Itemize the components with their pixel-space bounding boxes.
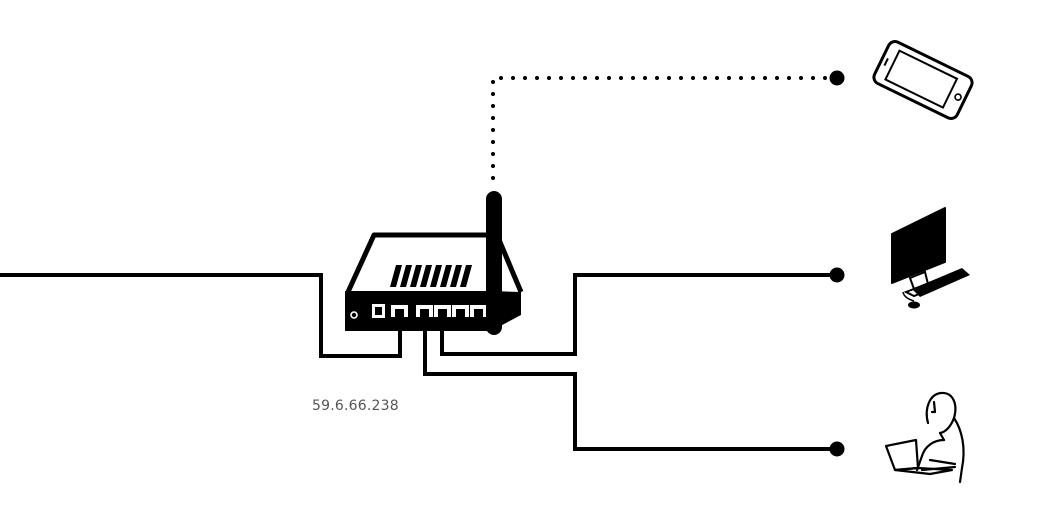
lan-line-desktop — [440, 273, 832, 356]
ip-address-label: 59.6.66.238 — [312, 398, 399, 414]
lan-label: LAN — [452, 337, 477, 350]
lan-line-laptop — [423, 316, 832, 451]
wan-label: WAN — [352, 337, 381, 350]
antenna-icon — [486, 191, 502, 335]
smartphone-connection-node — [829, 70, 845, 86]
laptop-user-icon — [884, 391, 965, 484]
laptop-connection-node — [829, 441, 845, 457]
internet-uplink-line — [0, 273, 402, 358]
smartphone-icon — [872, 40, 974, 120]
desktop-computer-icon — [891, 207, 970, 309]
wireless-connection-line — [491, 76, 834, 180]
desktop-connection-node — [829, 267, 845, 283]
power-led — [350, 311, 358, 319]
router-vents — [390, 265, 472, 287]
